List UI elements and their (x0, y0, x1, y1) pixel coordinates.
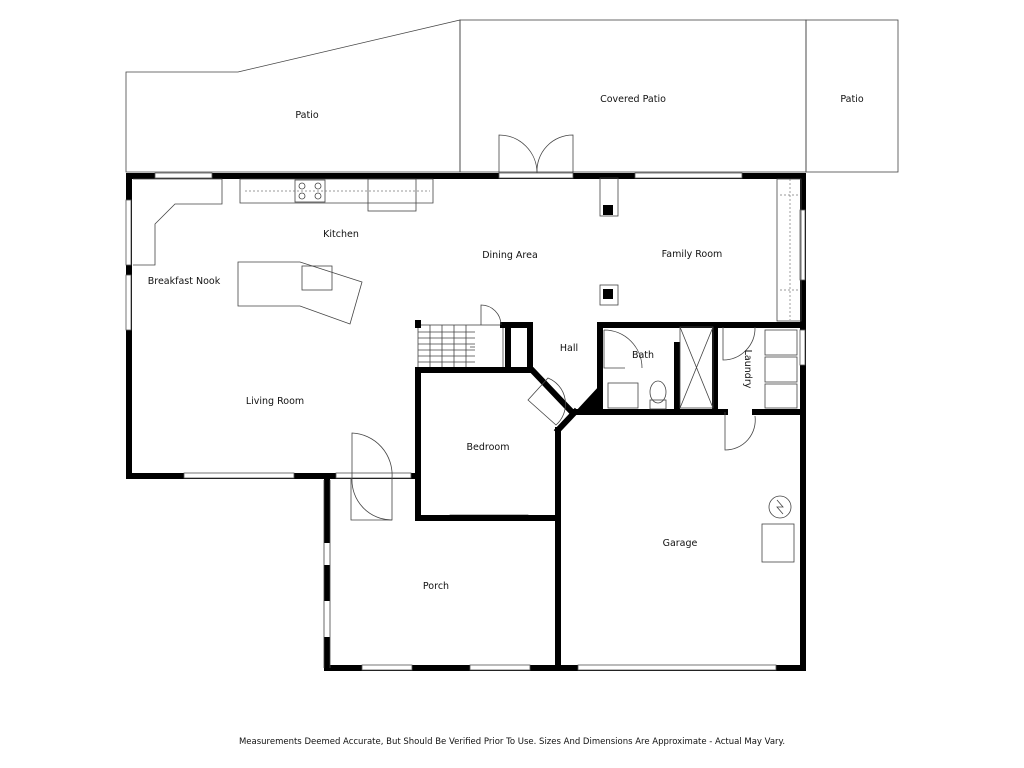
shower (679, 326, 714, 409)
room-label-patio-right: Patio (840, 94, 863, 105)
room-label-breakfast-nook: Breakfast Nook (148, 276, 221, 287)
appliance (761, 523, 795, 563)
water-heater (768, 495, 792, 519)
kitchen-counters (133, 178, 434, 266)
disclaimer-text: Measurements Deemed Accurate, But Should… (238, 737, 786, 747)
room-label-bedroom: Bedroom (467, 442, 510, 453)
room-label-family-room: Family Room (662, 249, 723, 260)
column (599, 284, 619, 306)
room-label-laundry: Laundry (742, 350, 753, 389)
kitchen-island (237, 261, 363, 325)
windows (125, 172, 806, 671)
room-label-hall: Hall (560, 343, 578, 354)
room-label-porch: Porch (423, 581, 449, 592)
patio-french-door (498, 134, 574, 175)
staircase (417, 324, 504, 369)
patio-right-area (805, 19, 899, 173)
room-label-living-room: Living Room (246, 396, 304, 407)
room-label-dining-area: Dining Area (482, 250, 538, 261)
room-label-garage: Garage (663, 538, 698, 549)
patio-left-area (125, 19, 461, 173)
room-label-covered-patio: Covered Patio (600, 94, 666, 105)
room-label-kitchen: Kitchen (323, 229, 359, 240)
room-label-bath: Bath (632, 350, 654, 361)
room-label-patio-left: Patio (295, 110, 318, 121)
column (599, 177, 619, 217)
